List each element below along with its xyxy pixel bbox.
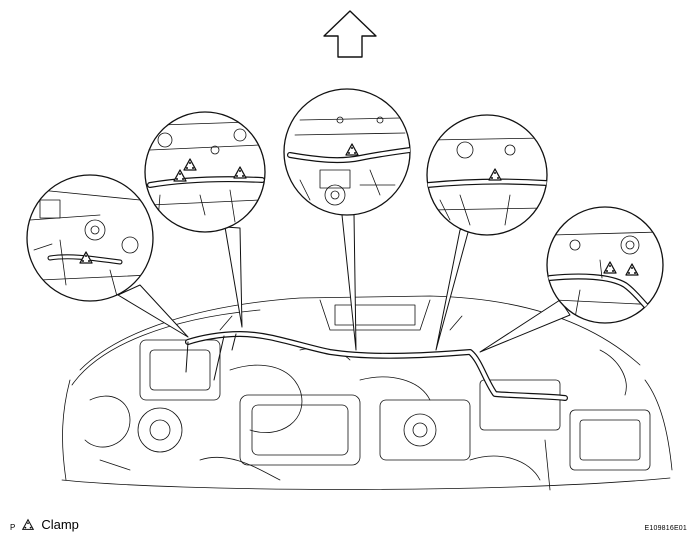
detail-circle-4 bbox=[426, 114, 548, 236]
page-marker: P bbox=[10, 523, 16, 532]
detail-circle-1 bbox=[26, 174, 154, 302]
up-arrow-icon bbox=[323, 10, 377, 58]
detail-circle-5 bbox=[546, 206, 664, 324]
clamp-triangle-icon bbox=[22, 518, 35, 530]
figure-reference: E109816E01 bbox=[644, 525, 687, 532]
detail-circle-3 bbox=[283, 88, 411, 216]
wire-harness bbox=[185, 331, 568, 401]
callout-pointers bbox=[117, 213, 571, 353]
clamp-legend-label: Clamp bbox=[41, 517, 79, 532]
detail-circle-2 bbox=[144, 111, 266, 233]
engine-bay-drawing bbox=[61, 295, 673, 491]
legend: P Clamp bbox=[10, 512, 79, 533]
